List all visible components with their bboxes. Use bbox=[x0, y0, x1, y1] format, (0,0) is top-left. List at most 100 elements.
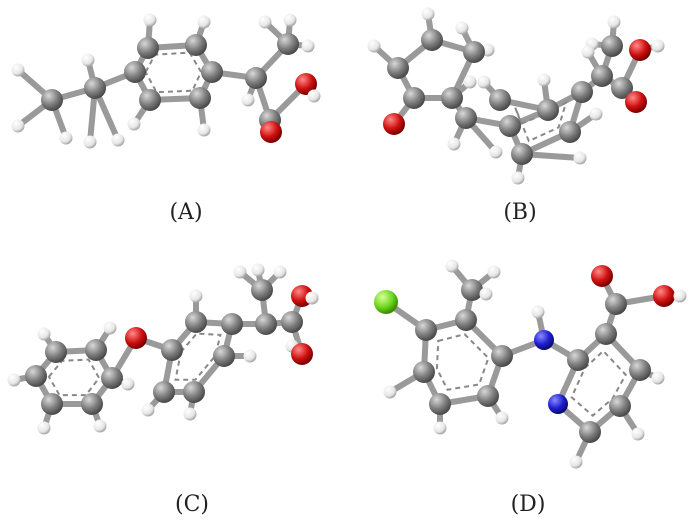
carbon-atom bbox=[201, 61, 223, 83]
carbon-atom bbox=[183, 381, 205, 403]
carbon-atom bbox=[441, 87, 463, 109]
carbon-atom bbox=[403, 87, 425, 109]
hydrogen-atom bbox=[258, 15, 272, 29]
hydrogen-atom bbox=[651, 371, 665, 385]
hydrogen-atom bbox=[127, 117, 141, 131]
carbon-atom bbox=[45, 341, 67, 363]
aromatic-ring-dash bbox=[514, 100, 568, 143]
hydrogen-atom bbox=[283, 13, 297, 27]
nitrogen-atom bbox=[548, 394, 568, 414]
caption-a: (A) bbox=[169, 200, 203, 225]
hydrogen-atom bbox=[487, 265, 501, 279]
carbon-atom bbox=[161, 339, 183, 361]
hydrogen-atom bbox=[673, 289, 687, 303]
hydrogen-atom bbox=[233, 265, 247, 279]
carbon-atom bbox=[571, 81, 593, 103]
hydrogen-atom bbox=[463, 75, 477, 89]
hydrogen-atom bbox=[651, 39, 665, 53]
hydrogen-atom bbox=[11, 63, 25, 77]
oxygen-atom bbox=[383, 113, 405, 135]
carbon-atom bbox=[213, 345, 235, 367]
hydrogen-atom bbox=[581, 45, 595, 59]
carbon-atom bbox=[387, 57, 409, 79]
oxygen-atom bbox=[591, 265, 613, 287]
hydrogen-atom bbox=[143, 13, 157, 27]
hydrogen-atom bbox=[489, 145, 503, 159]
carbon-atom bbox=[559, 121, 581, 143]
carbon-atom bbox=[609, 395, 631, 417]
carbon-atom bbox=[591, 65, 613, 87]
hydrogen-atom bbox=[607, 15, 621, 29]
carbon-atom bbox=[81, 393, 103, 415]
molecule-d bbox=[374, 259, 687, 469]
carbon-atom bbox=[153, 381, 175, 403]
caption-b: (B) bbox=[503, 200, 537, 225]
hydrogen-atom bbox=[433, 421, 447, 435]
hydrogen-atom bbox=[141, 403, 155, 417]
hydrogen-atom bbox=[81, 53, 95, 67]
carbon-atom bbox=[429, 393, 451, 415]
hydrogen-atom bbox=[59, 131, 73, 145]
carbon-atom bbox=[413, 361, 435, 383]
hydrogen-atom bbox=[11, 119, 25, 133]
hydrogen-atom bbox=[477, 75, 491, 89]
carbon-atom bbox=[421, 29, 443, 51]
hydrogen-atom bbox=[197, 123, 211, 137]
hydrogen-atom bbox=[455, 21, 469, 35]
hydrogen-atom bbox=[573, 151, 587, 165]
hydrogen-atom bbox=[273, 265, 287, 279]
hydrogen-atom bbox=[495, 411, 509, 425]
aromatic-ring-dash bbox=[144, 51, 203, 94]
carbon-atom bbox=[277, 33, 299, 55]
molecule-a bbox=[11, 13, 321, 149]
carbon-atom bbox=[415, 319, 437, 341]
aromatic-ring-dash bbox=[47, 358, 101, 397]
hydrogen-atom bbox=[301, 39, 315, 53]
carbon-atom bbox=[251, 279, 273, 301]
aromatic-ring-dash bbox=[435, 333, 490, 391]
hydrogen-atom bbox=[511, 171, 525, 185]
carbon-atom bbox=[281, 311, 303, 333]
carbon-atom bbox=[455, 107, 477, 129]
carbon-atom bbox=[491, 345, 513, 367]
oxygen-atom bbox=[291, 343, 313, 365]
carbon-atom bbox=[124, 61, 146, 83]
hydrogen-atom bbox=[383, 385, 397, 399]
hydrogen-atom bbox=[37, 327, 51, 341]
hydrogen-atom bbox=[241, 93, 255, 107]
carbon-atom bbox=[245, 67, 267, 89]
carbon-atom bbox=[185, 34, 207, 56]
hydrogen-atom bbox=[447, 137, 461, 151]
carbon-atom bbox=[477, 385, 499, 407]
carbon-atom bbox=[567, 349, 589, 371]
hydrogen-atom bbox=[307, 89, 321, 103]
hydrogen-atom bbox=[631, 427, 645, 441]
carbon-atom bbox=[489, 89, 511, 111]
carbon-atom bbox=[579, 421, 601, 443]
caption-c: (C) bbox=[175, 492, 209, 517]
carbon-atom bbox=[595, 323, 617, 345]
aromatic-ring-dash bbox=[174, 332, 222, 381]
hydrogen-atom bbox=[83, 135, 97, 149]
oxygen-atom bbox=[295, 73, 317, 95]
carbon-atom bbox=[499, 115, 521, 137]
carbon-atom bbox=[255, 313, 277, 335]
nitrogen-atom bbox=[534, 330, 554, 350]
hydrogen-atom bbox=[531, 305, 545, 319]
carbon-atom bbox=[455, 309, 477, 331]
carbon-atom bbox=[461, 279, 483, 301]
carbon-atom bbox=[605, 293, 627, 315]
carbon-atom bbox=[25, 365, 47, 387]
hydrogen-atom bbox=[445, 259, 459, 273]
hydrogen-atom bbox=[121, 377, 135, 391]
oxygen-atom bbox=[125, 327, 147, 349]
carbon-atom bbox=[84, 77, 106, 99]
oxygen-atom bbox=[625, 91, 647, 113]
oxygen-atom bbox=[629, 39, 651, 61]
oxygen-atom bbox=[260, 121, 282, 143]
molecule-b bbox=[367, 7, 665, 185]
carbon-atom bbox=[137, 37, 159, 59]
carbon-atom bbox=[189, 87, 211, 109]
hydrogen-atom bbox=[7, 373, 21, 387]
